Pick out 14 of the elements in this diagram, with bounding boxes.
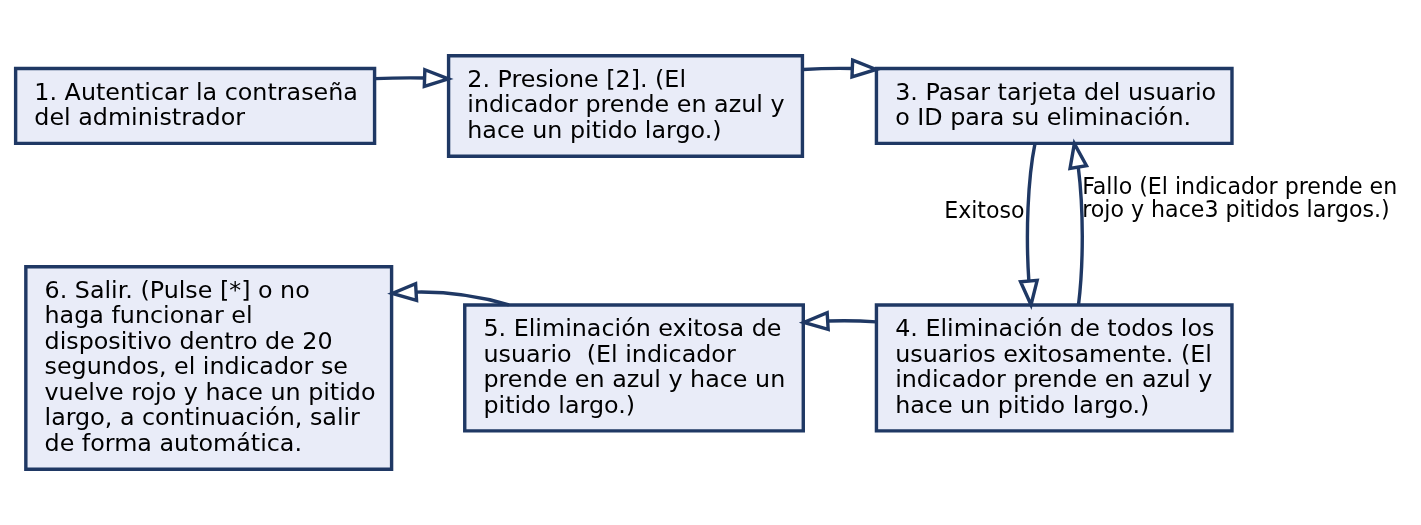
node-box: 2. Presione [2]. (El indicador prende en azul y hace un pitido largo.) (446, 54, 805, 158)
node-box: 6. Salir. (Pulse [*] o no haga funcionar el dispositivo dentro de 20 segundos, el indicador se vuelve rojo y hace un pitido largo, a continuación, salir de forma automática. (24, 265, 394, 471)
arrow (1018, 143, 1040, 310)
node-box: 3. Pasar tarjeta del usuario o ID para su eliminación. (874, 66, 1234, 146)
arrow (798, 310, 877, 332)
arrow (1067, 138, 1090, 305)
node-box: 5. Eliminación exitosa de usuario (El indicador prende en azul y hace un pitido largo.) (463, 303, 805, 433)
arrow (374, 67, 454, 89)
node-box: 4. Eliminación de todos los usuarios exitosamente. (El indicador prende en azul y hace un pitido largo.) (874, 303, 1234, 433)
arrow (387, 281, 510, 307)
arrow (802, 57, 882, 80)
node-box: 1. Autenticar la contraseña del administrador (13, 66, 377, 146)
edge-label: Fallo (El indicador prende en rojo y hace3 pitidos largos.) (1082, 172, 1398, 223)
edge-label: Exitoso (944, 196, 1025, 223)
